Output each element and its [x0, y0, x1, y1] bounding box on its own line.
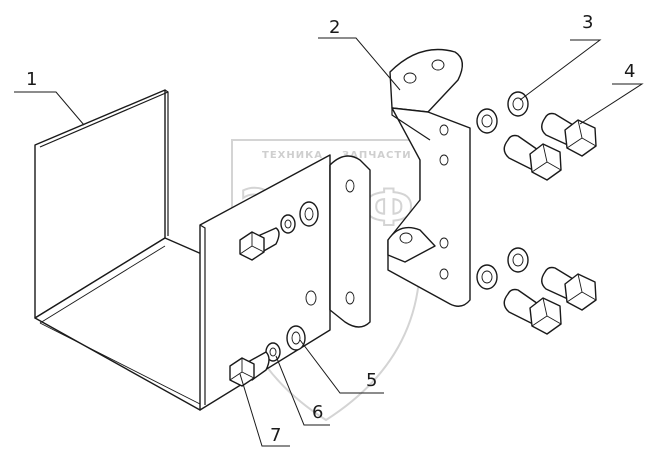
leader-4 — [579, 83, 644, 125]
leader-3 — [519, 39, 602, 101]
part-5-flat-washers — [286, 201, 319, 351]
callout-leaders — [14, 37, 644, 447]
callout-4: 4 — [624, 61, 635, 82]
part-2-angle-bracket — [387, 48, 471, 307]
callout-6: 6 — [312, 402, 323, 423]
callout-1: 1 — [26, 69, 37, 90]
part-7-bolts — [229, 227, 280, 387]
part-4-bolts — [503, 112, 597, 335]
watermark-word-right: ЗАПЧАСТИ — [342, 150, 412, 161]
leader-7 — [239, 373, 290, 447]
leader-1 — [14, 91, 85, 126]
leader-2 — [318, 37, 401, 91]
leader-6 — [275, 355, 330, 426]
part-1-channel-bracket — [34, 89, 331, 411]
callout-labels: 1 2 3 4 5 6 7 — [26, 12, 635, 446]
callout-2: 2 — [329, 17, 340, 38]
leader-5 — [299, 339, 384, 394]
callout-5: 5 — [366, 370, 377, 391]
intermediate-plate — [329, 155, 371, 328]
part-3-lock-washers — [476, 91, 529, 290]
callout-7: 7 — [270, 425, 281, 446]
watermark-word-left: ТЕХНИКА — [262, 150, 323, 161]
callout-3: 3 — [582, 12, 593, 33]
